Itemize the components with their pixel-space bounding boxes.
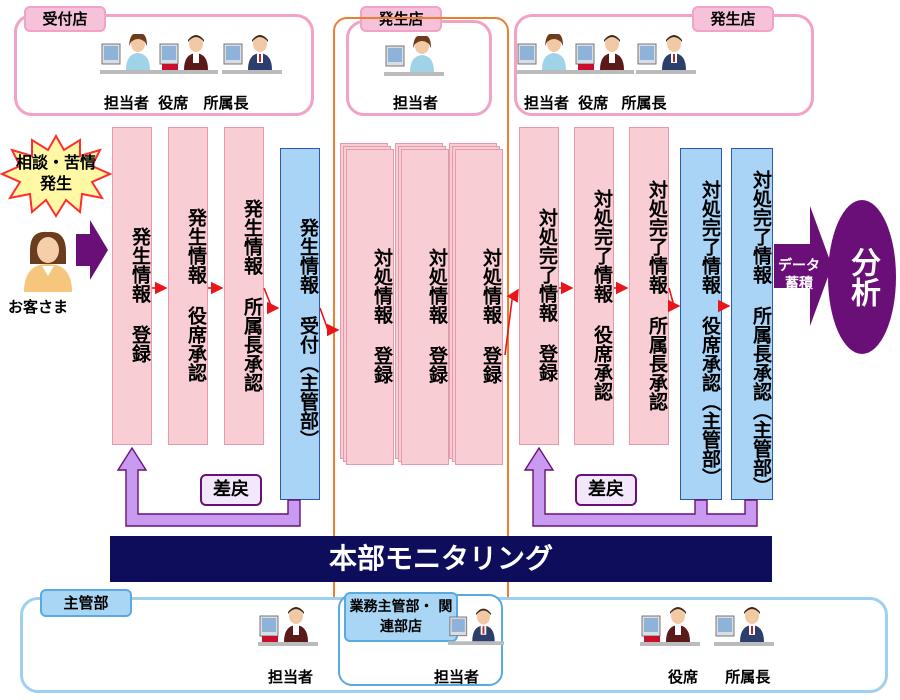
hq-right-roles: 役席 所属長 [668,666,808,687]
supervising-dept-tag: 主管部 [40,589,132,617]
step-completion-supervisor-approval[interactable]: 対処完了情報 役席承認 [574,127,614,445]
hq-manager-icon [714,606,774,656]
customer-icon [24,231,72,292]
customer-arrow [76,220,108,280]
step-label: 対処完了情報 所属長承認（主管部） [750,170,772,496]
step-response-register[interactable]: 対処情報 登録 [346,149,394,465]
role-label: 所属長 [203,94,249,112]
reception-tag: 受付店 [24,6,106,32]
reception-roles: 担当者 役席 所属長 [104,92,304,113]
data-accumulation-arrow [774,206,832,326]
step-occurrence-acceptance[interactable]: 発生情報 受付（主管部） [280,148,320,500]
step-label: 発生情報 登録 [129,227,151,363]
step-completion-register[interactable]: 対処完了情報 登録 [519,127,559,445]
step-completion-manager-approval[interactable]: 対処完了情報 所属長承認 [629,127,669,445]
role-label: 所属長 [725,668,771,686]
return-callout-right: 差戻 [575,474,637,506]
step-label: 対処完了情報 役席承認（主管部） [699,179,721,487]
step-occurrence-register[interactable]: 発生情報 登録 [112,127,152,445]
step-label: 対処情報 登録 [480,248,502,384]
origin-center-tag: 発生店 [360,6,442,32]
role-label: 担当者 [104,94,150,112]
customer-label: お客さま [8,298,69,316]
origin-right-roles: 担当者 役席 所属長 [524,92,724,113]
step-label: 発生情報 役席承認 [185,208,207,382]
step-occurrence-supervisor-approval[interactable]: 発生情報 役席承認 [168,127,208,445]
step-label: 発生情報 所属長承認 [241,198,263,392]
role-label: 所属長 [621,94,667,112]
hq-supervisor-icon [640,606,700,656]
step-label: 対処完了情報 登録 [536,208,558,382]
analysis-oval: 分析 [828,200,896,354]
starburst-text: 相談・苦情 発生 [2,152,110,194]
step-label: 対処情報 登録 [426,248,448,384]
origin-right-tag: 発生店 [692,6,774,32]
role-label: 担当者 [524,94,570,112]
role-label: 役席 [668,668,699,686]
role-label: 役席 [158,94,189,112]
hq-staff-left-label: 担当者 [268,668,314,686]
origin-center-role: 担当者 [393,94,439,112]
return-loop-left [116,446,301,527]
data-accumulation-label: データ 蓄積 [778,258,820,292]
step-response-register[interactable]: 対処情報 登録 [401,149,449,465]
hq-monitoring-banner: 本部モニタリング [110,536,772,582]
hq-staff-left-icon [258,606,318,656]
complaint-starburst [0,134,112,218]
business-dept-tag: 業務主管部・ 関連部店 [344,592,458,642]
step-response-register[interactable]: 対処情報 登録 [455,149,503,465]
starburst-line: 発生 [39,174,72,193]
step-occurrence-manager-approval[interactable]: 発生情報 所属長承認 [224,127,264,445]
return-callout-left: 差戻 [200,474,262,506]
step-completion-hq-supervisor-approval[interactable]: 対処完了情報 役席承認（主管部） [680,148,722,500]
step-label: 発生情報 受付（主管部） [297,217,319,449]
step-label: 対処情報 登録 [371,248,393,384]
step-completion-hq-manager-approval[interactable]: 対処完了情報 所属長承認（主管部） [731,148,773,500]
step-label: 対処完了情報 役席承認 [591,189,613,401]
role-label: 役席 [578,94,609,112]
starburst-line: 相談・苦情 [15,153,96,172]
step-label: 対処完了情報 所属長承認 [646,179,668,411]
return-loop-right [523,446,758,527]
hq-staff-center-label: 担当者 [434,668,480,686]
hq-staff-center-icon [448,606,504,656]
